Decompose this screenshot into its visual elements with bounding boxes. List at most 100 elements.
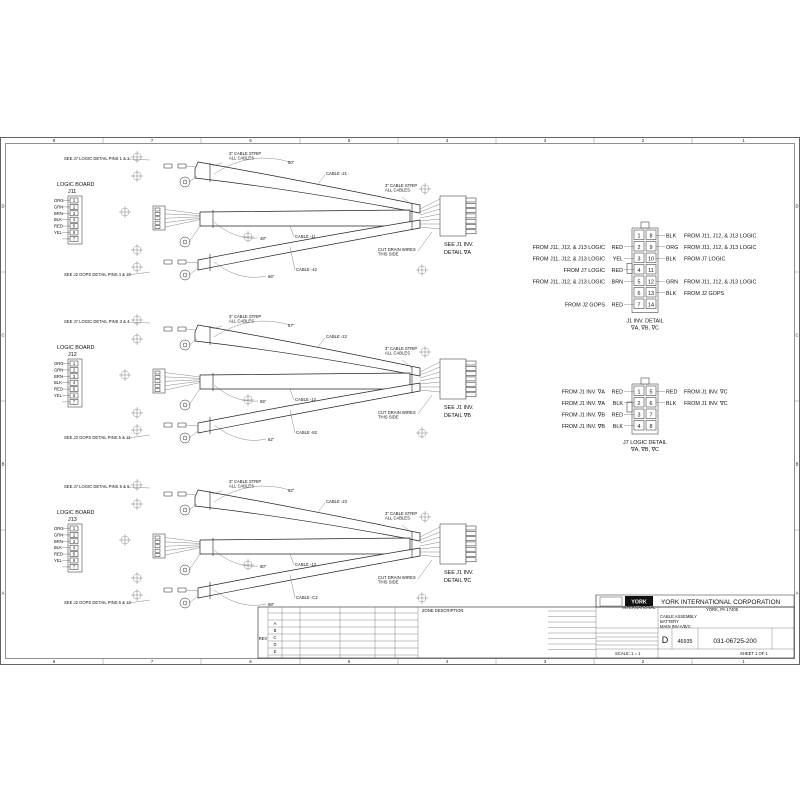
strap-right-leader xyxy=(401,359,413,369)
inv-connector-pin xyxy=(465,387,477,392)
ring-terminal-hole xyxy=(182,272,188,278)
board-pin-number: 6 xyxy=(73,393,76,398)
board-pin-number: 3 xyxy=(73,211,76,216)
cable-bot-label: CABLE -82 xyxy=(296,430,318,435)
strap-left-note-line: ALL CABLES xyxy=(229,319,254,324)
board-pin-number: 4 xyxy=(73,545,76,550)
ref-mark xyxy=(119,369,131,381)
cable-mid xyxy=(199,209,411,227)
inline-connector-pin xyxy=(154,535,161,540)
cable-bundle xyxy=(185,324,441,439)
j7_detail-right-text: FROM J1 INV. ∇C xyxy=(684,389,728,395)
inv-connector-pin xyxy=(465,213,477,219)
strap-left-leader xyxy=(211,490,223,495)
j7_detail-refs: ∇A, ∇B, ∇C xyxy=(630,447,659,453)
ref-mark xyxy=(131,261,143,273)
cable-mid-wire xyxy=(188,388,201,406)
lug-terminal xyxy=(163,259,173,265)
detail-label: SEE J1 INV. xyxy=(444,570,473,576)
cable-mid-label: CABLE -12 xyxy=(295,397,317,402)
length-mid: 60" xyxy=(260,564,267,569)
j7_detail-pin-box xyxy=(633,385,645,396)
cable-bundle xyxy=(185,161,441,276)
j1_detail-right-wire: BLK xyxy=(666,233,677,239)
board-pin-number: 2 xyxy=(73,532,76,537)
j7_detail-right-text: FROM J1 INV. ∇C xyxy=(684,401,728,407)
fanout-wire xyxy=(419,536,441,544)
inline-wire xyxy=(164,546,201,551)
board-pin-wire: GRN xyxy=(54,204,63,209)
j7_detail-pin-number: 6 xyxy=(650,401,653,407)
inv-connector-pin xyxy=(465,224,477,229)
zone-row-right: C xyxy=(795,333,798,338)
drain-note-line: CUT DRAIN WIRES xyxy=(378,410,416,415)
cable-mid xyxy=(199,372,411,390)
j7_detail-left-text: FROM J1 INV. ∇A xyxy=(562,389,606,395)
j7_detail-pin-number: 2 xyxy=(638,401,641,407)
j7_detail-left-wire: RED xyxy=(612,412,623,418)
cable-bot xyxy=(197,382,421,434)
dim-arc xyxy=(213,384,259,402)
ref-mark xyxy=(131,589,143,601)
cable-bundle xyxy=(185,489,441,604)
strap-left-note-line: 3" CABLE STRIP xyxy=(229,151,261,156)
j7_detail-left-text: FROM J1 INV. ∇A xyxy=(562,401,606,407)
zone-row-left: D xyxy=(1,204,4,209)
j7_detail-key xyxy=(626,401,633,413)
inv-connector-pin xyxy=(465,525,477,531)
sheet-label: SHEET 1 OF 1 xyxy=(740,651,769,656)
fanout-wire xyxy=(419,546,441,550)
cable-bot-label: CABLE -C2 xyxy=(296,595,318,600)
j7_detail-left-wire: BLK xyxy=(613,424,624,430)
j1_detail-pin-box xyxy=(645,252,657,263)
j7_detail-pin-number: 5 xyxy=(650,390,653,396)
j1_detail-pin-number: 8 xyxy=(650,234,653,240)
company-name: YORK INTERNATIONAL CORPORATION xyxy=(661,599,781,606)
strap-left-note-line: ALL CABLES xyxy=(229,156,254,161)
cable-mid-wire xyxy=(188,225,201,243)
ref-mark xyxy=(131,151,143,163)
cable-mid-wire xyxy=(188,553,201,571)
zone-col-bottom: 7 xyxy=(151,659,154,664)
zone-col-bottom: 2 xyxy=(642,659,645,664)
cable-mid-leader xyxy=(289,553,295,566)
cable-top-label: CABLE -21 xyxy=(326,171,348,176)
drain-note-line: THIS SIDE xyxy=(378,415,399,420)
board-pin-number: 1 xyxy=(73,361,76,366)
j1_detail-pin-number: 4 xyxy=(638,268,641,274)
inline-connector-pin xyxy=(154,220,161,225)
ref-mark xyxy=(416,264,428,276)
drain-note-line: THIS SIDE xyxy=(378,580,399,585)
inline-connector-pin xyxy=(154,212,161,216)
cable-top-leader xyxy=(317,502,326,513)
bottom-note: SEE J2 GOPS DETAIL PINS 6 & 12 xyxy=(64,600,131,605)
inline-wire xyxy=(164,209,201,215)
j7_detail-right-wire: RED xyxy=(666,389,677,395)
top-note-leader xyxy=(127,321,151,324)
board-pin-wire: YEL xyxy=(54,558,63,563)
j1_detail-right-wire: BLK xyxy=(666,256,677,262)
lug-terminal xyxy=(163,326,173,332)
board-pin-number: 2 xyxy=(73,367,76,372)
zone-row-right: D xyxy=(795,204,798,209)
inv-connector xyxy=(439,358,477,400)
ref-mark xyxy=(416,427,428,439)
cable-top-wire xyxy=(188,503,198,511)
inv-connector-pin xyxy=(465,392,477,398)
inv-connector-pin xyxy=(465,218,477,224)
board-pin-wire: ORG xyxy=(54,198,64,203)
j7_detail-pin-box xyxy=(633,408,645,419)
lug-terminal xyxy=(177,587,187,593)
j1_detail-pin-number: 11 xyxy=(648,268,654,274)
cable-top-leader xyxy=(317,174,326,185)
j7_detail-right-wire: BLK xyxy=(666,401,677,407)
cable-top-wire xyxy=(185,493,197,496)
york-logo-text: YORK xyxy=(631,600,647,606)
zone-row-left: A xyxy=(2,591,5,596)
j1_detail-left-wire: RED xyxy=(612,245,623,251)
lug-terminal xyxy=(177,163,187,169)
top-note: SEE J7 LOGIC DETAIL PINS 1 & 2 xyxy=(64,156,130,161)
dim-arc xyxy=(213,157,291,175)
